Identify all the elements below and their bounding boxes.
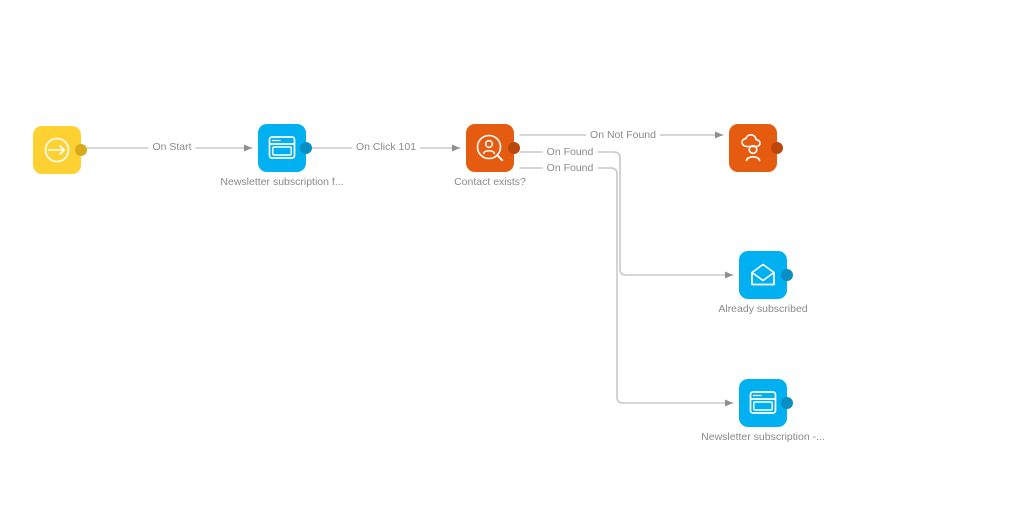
edge-label-on-found-already-subscribed: On Found	[542, 146, 598, 158]
edge-on-found-unsubscribe	[519, 167, 734, 407]
edge-label-on-found-unsubscribe: On Found	[542, 162, 598, 174]
browser-window-icon	[267, 135, 297, 161]
edge-label-on-not-found: On Not Found	[586, 129, 660, 141]
output-port[interactable]	[781, 269, 793, 281]
node-already-subscribed[interactable]	[739, 251, 793, 299]
node-label-already-subscribed: Already subscribed	[718, 303, 808, 315]
output-port[interactable]	[771, 142, 783, 154]
edge-label-on-start: On Start	[148, 141, 196, 153]
node-form-subscribe[interactable]	[258, 124, 312, 172]
output-port[interactable]	[75, 144, 87, 156]
node-contact-exists[interactable]	[466, 124, 520, 172]
circle-arrow-right-icon	[42, 135, 72, 165]
output-port[interactable]	[781, 397, 793, 409]
output-port[interactable]	[300, 142, 312, 154]
node-label-contact-exists: Contact exists?	[454, 176, 526, 188]
node-create-contact[interactable]	[729, 124, 783, 172]
edge-label-on-click-101: On Click 101	[351, 141, 421, 153]
node-form-unsubscribe[interactable]	[739, 379, 793, 427]
node-label-form-unsubscribe: Newsletter subscription -...	[701, 431, 825, 443]
browser-window-icon	[748, 390, 778, 416]
node-start[interactable]	[33, 126, 87, 174]
node-label-form-subscribe: Newsletter subscription f...	[220, 176, 344, 188]
cloud-person-icon	[737, 133, 769, 163]
envelope-icon	[748, 262, 778, 288]
output-port[interactable]	[508, 142, 520, 154]
contact-search-icon	[475, 133, 505, 163]
